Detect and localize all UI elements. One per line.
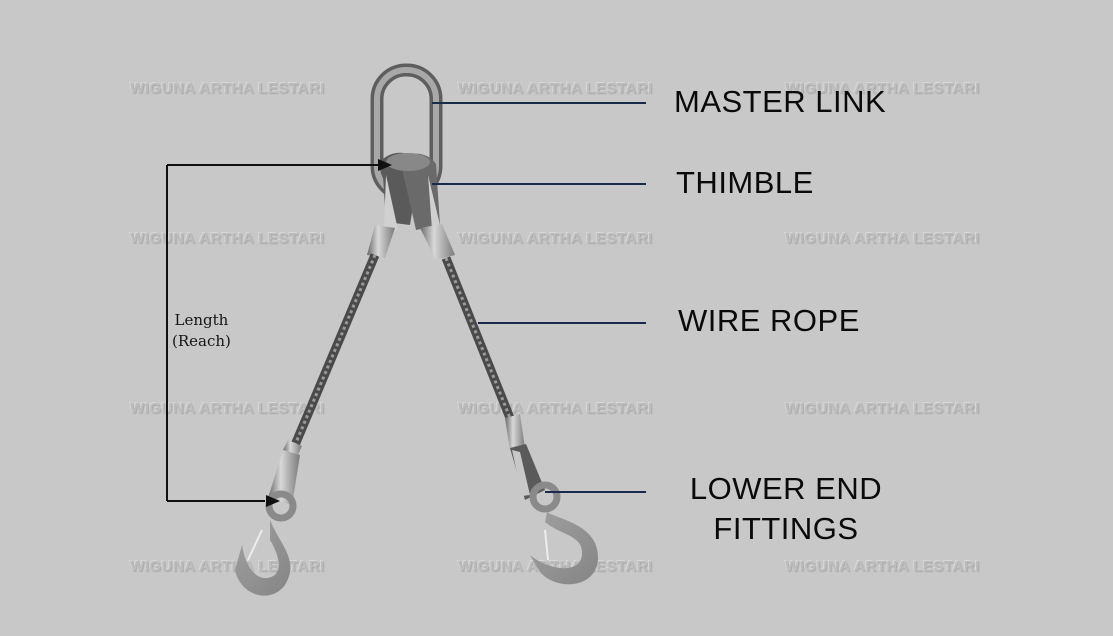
leader-lines	[432, 102, 646, 493]
label-master-link: MASTER LINK	[674, 84, 887, 119]
label-wire-rope: WIRE ROPE	[678, 303, 860, 338]
watermark: WIGUNA ARTHA LESTARI	[130, 80, 325, 97]
watermark: WIGUNA ARTHA LESTARI	[785, 80, 980, 97]
watermark: WIGUNA ARTHA LESTARI	[785, 400, 980, 417]
hook-icon-left	[235, 490, 297, 596]
watermark: WIGUNA ARTHA LESTARI	[458, 230, 653, 247]
watermark: WIGUNA ARTHA LESTARI	[130, 230, 325, 247]
hook-icon-right	[529, 481, 599, 585]
length-dimension-bracket	[166, 159, 392, 507]
label-lower-end-fittings: LOWER END FITTINGS	[676, 469, 896, 549]
reach-label: (Reach)	[172, 332, 231, 350]
watermark: WIGUNA ARTHA LESTARI	[130, 558, 325, 575]
label-lower-end-line1: LOWER END	[689, 471, 883, 506]
label-lower-end-line2: FITTINGS	[713, 511, 859, 546]
watermark: WIGUNA ARTHA LESTARI	[458, 558, 653, 575]
watermark: WIGUNA ARTHA LESTARI	[785, 230, 980, 247]
wire-rope-icon	[290, 253, 517, 447]
watermark: WIGUNA ARTHA LESTARI	[130, 400, 325, 417]
length-reach-label: Length (Reach)	[172, 310, 231, 352]
lower-ferrule-icon	[268, 414, 545, 505]
watermark: WIGUNA ARTHA LESTARI	[785, 558, 980, 575]
length-label: Length	[174, 311, 229, 329]
watermark: WIGUNA ARTHA LESTARI	[458, 80, 653, 97]
label-thimble: THIMBLE	[676, 165, 814, 200]
thimble-icon	[367, 152, 455, 260]
